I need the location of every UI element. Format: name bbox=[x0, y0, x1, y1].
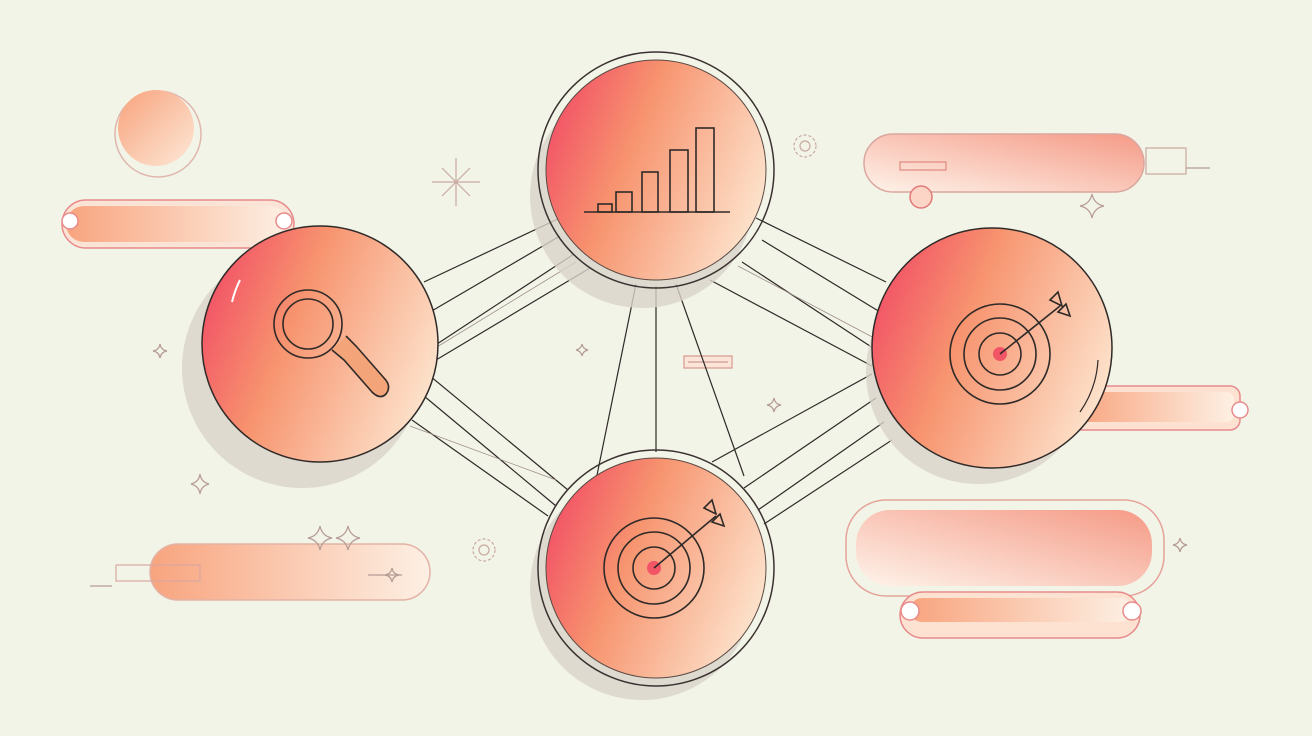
flower-icon bbox=[472, 134, 817, 562]
magnifier-icon bbox=[273, 289, 390, 398]
target-arrow-icon bbox=[603, 498, 726, 619]
node-search[interactable] bbox=[182, 225, 439, 488]
decor-left-pill bbox=[61, 199, 295, 249]
target-arrow-icon bbox=[949, 290, 1072, 405]
decor-bottom-left-pill bbox=[90, 543, 431, 601]
decor-top-right-pill bbox=[863, 133, 1210, 209]
decor-bottom-right-panel bbox=[845, 499, 1165, 639]
sparkle-icon bbox=[152, 193, 1188, 583]
connections bbox=[411, 217, 893, 525]
sparkle-icon bbox=[432, 158, 480, 206]
decor-small-label-rect bbox=[683, 355, 733, 369]
node-target-bottom[interactable] bbox=[530, 449, 775, 700]
bar-chart-icon bbox=[584, 127, 730, 213]
decor-right-pill bbox=[1069, 385, 1249, 431]
node-chart[interactable] bbox=[530, 51, 775, 308]
node-target-right[interactable] bbox=[866, 227, 1113, 484]
decor-top-left-ball bbox=[114, 90, 202, 178]
connections-faint bbox=[409, 261, 879, 481]
